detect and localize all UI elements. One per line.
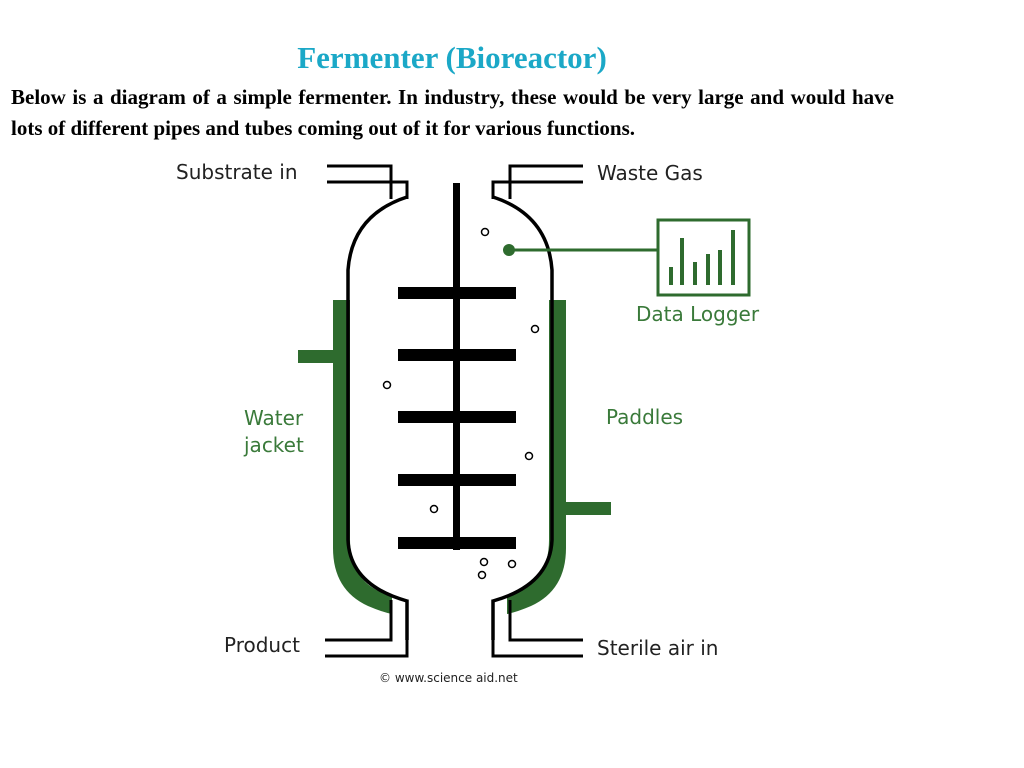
paddle-1 <box>398 287 516 299</box>
paddle-3 <box>398 411 516 423</box>
stirrer-shaft <box>453 183 460 550</box>
source-credit: © www.science aid.net <box>379 671 518 685</box>
label-sterile-air-in: Sterile air in <box>597 636 718 660</box>
jacket-inlet-pipe <box>298 350 334 363</box>
label-substrate-in: Substrate in <box>176 160 298 184</box>
stirrer <box>398 183 516 550</box>
data-logger-bar-chart-icon <box>669 230 735 285</box>
air-bubbles <box>382 227 540 580</box>
label-paddles: Paddles <box>606 405 683 429</box>
data-logger <box>503 218 751 297</box>
paddle-5 <box>398 537 516 549</box>
paddle-2 <box>398 349 516 361</box>
label-waste-gas: Waste Gas <box>597 161 703 185</box>
paddle-4 <box>398 474 516 486</box>
label-product: Product <box>224 633 300 657</box>
bottom-pipes <box>325 600 583 658</box>
label-water-jacket-line1: Water <box>244 406 304 430</box>
top-pipes <box>327 164 583 199</box>
label-water-jacket-line2: jacket <box>243 433 304 457</box>
intro-paragraph: Below is a diagram of a simple fermenter… <box>11 85 894 140</box>
label-data-logger: Data Logger <box>636 302 760 326</box>
page-title: Fermenter (Bioreactor) <box>297 40 607 75</box>
jacket-outlet-pipe <box>565 502 611 515</box>
vessel-outline <box>346 195 554 640</box>
